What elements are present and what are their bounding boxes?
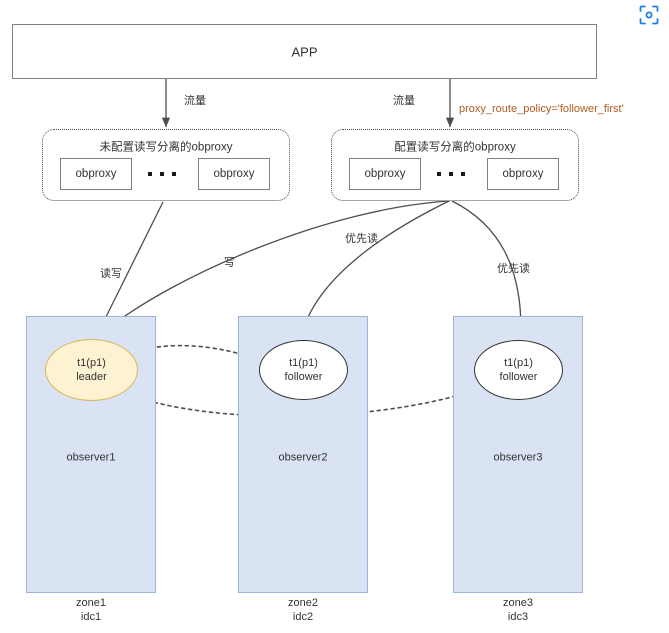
ellipsis-dot — [461, 172, 465, 176]
ellipsis-dot — [148, 172, 152, 176]
replica-partition: t1(p1) — [289, 357, 318, 369]
ellipsis-dot — [449, 172, 453, 176]
replica-role: leader — [76, 371, 107, 383]
app-label: APP — [291, 44, 318, 59]
replica-node-follower-zone2[interactable]: t1(p1) follower — [259, 340, 348, 400]
observer-label-3: observer3 — [493, 451, 543, 464]
proxy-box-left-2[interactable]: obproxy — [198, 158, 270, 190]
zone-name-2: zone2 — [288, 597, 318, 609]
edge-label-readpref-zone3: 优先读 — [497, 263, 530, 275]
idc-name-3: idc3 — [507, 611, 529, 623]
replica-node-text: t1(p1) follower — [500, 356, 538, 384]
ellipsis-dot — [437, 172, 441, 176]
proxy-box-left-1[interactable]: obproxy — [60, 158, 132, 190]
edge-label-write: 写 — [224, 257, 235, 269]
idc-name-1: idc1 — [80, 611, 102, 623]
edge-write — [105, 200, 451, 331]
proxy-label: obproxy — [502, 168, 544, 180]
ellipsis-dot — [160, 172, 164, 176]
zone-name-3: zone3 — [503, 597, 533, 609]
replica-node-text: t1(p1) leader — [76, 356, 107, 384]
zone-name-1: zone1 — [76, 597, 106, 609]
replica-partition: t1(p1) — [504, 357, 533, 369]
policy-annotation-label: proxy_route_policy='follower_first' — [459, 103, 624, 115]
proxy-label: obproxy — [364, 168, 406, 180]
edge-readpref-zone3 — [451, 200, 526, 330]
observer-label-1: observer1 — [66, 451, 116, 464]
zone-footer-2: zone2 idc2 — [288, 596, 318, 624]
replica-node-leader[interactable]: t1(p1) leader — [45, 339, 138, 401]
proxy-label: obproxy — [75, 168, 117, 180]
replica-node-text: t1(p1) follower — [285, 356, 323, 384]
proxy-label: obproxy — [213, 168, 255, 180]
edge-label-readpref-zone2: 优先读 — [345, 233, 378, 245]
edge-label-traffic-right: 流量 — [393, 95, 415, 107]
proxy-ellipsis-right — [437, 172, 465, 176]
proxy-box-right-1[interactable]: obproxy — [349, 158, 421, 190]
proxy-group-title: 配置读写分离的obproxy — [394, 141, 516, 154]
replica-node-follower-zone3[interactable]: t1(p1) follower — [474, 340, 563, 400]
edge-label-readwrite: 读写 — [100, 268, 122, 280]
edge-readpref-zone2 — [301, 200, 450, 331]
edge-replication-zone2 — [129, 344, 272, 365]
replica-role: follower — [499, 371, 538, 383]
observer-label-2: observer2 — [278, 451, 328, 464]
edge-readwrite — [97, 201, 164, 334]
ellipsis-dot — [172, 172, 176, 176]
zone-footer-1: zone1 idc1 — [76, 596, 106, 624]
zone-footer-3: zone3 idc3 — [503, 596, 533, 624]
edge-label-traffic-left: 流量 — [184, 95, 206, 107]
replica-partition: t1(p1) — [77, 357, 106, 369]
replica-role: follower — [284, 371, 323, 383]
app-box: APP — [12, 24, 597, 79]
scan-focus-icon[interactable] — [639, 5, 659, 25]
idc-name-2: idc2 — [292, 611, 314, 623]
proxy-group-title: 未配置读写分离的obproxy — [99, 141, 233, 154]
proxy-ellipsis-left — [148, 172, 176, 176]
proxy-box-right-2[interactable]: obproxy — [487, 158, 559, 190]
